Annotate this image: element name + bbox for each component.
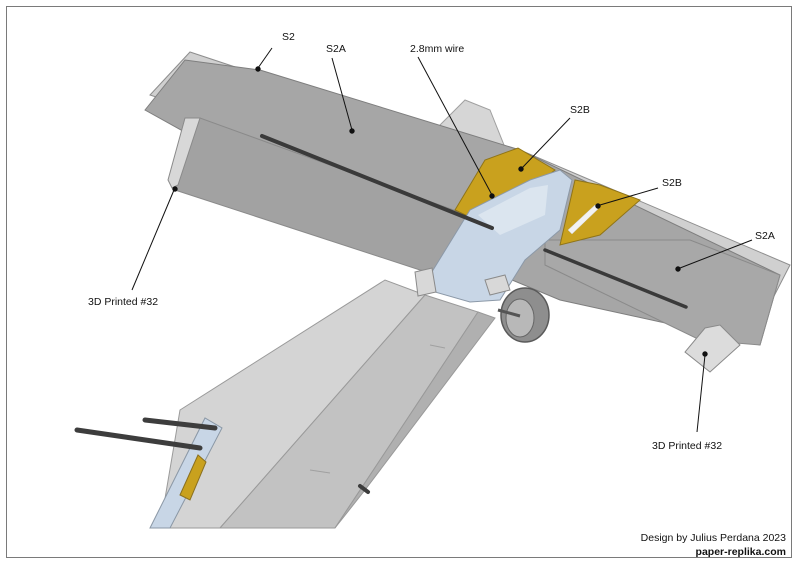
wing-spar-left (260, 134, 494, 230)
cockpit-window (179, 454, 207, 501)
s2b-slot (567, 204, 599, 235)
label-s2a-right: S2A (755, 230, 775, 242)
gear-bracket (414, 267, 437, 297)
label-s2: S2 (282, 31, 295, 43)
label-wire: 2.8mm wire (410, 43, 465, 55)
wing-right-panel (544, 239, 781, 346)
s2b-reinforcement-right (559, 179, 641, 246)
website-credit: paper-replika.com (695, 546, 786, 558)
label-s2b-top: S2B (570, 104, 590, 116)
page-border (6, 6, 792, 558)
cockpit-frame (149, 417, 223, 529)
design-credit: Design by Julius Perdana 2023 (640, 532, 786, 544)
gear-bracket (484, 274, 511, 296)
fuselage-seam (429, 344, 446, 349)
gun-barrel (74, 427, 203, 451)
label-s2a-left: S2A (326, 43, 346, 55)
wing-spar-right (543, 248, 688, 309)
printed-part-right (684, 324, 741, 373)
label-printed-right: 3D Printed #32 (652, 440, 723, 452)
label-s2b-right: S2B (662, 177, 682, 189)
wheel-axle (497, 308, 521, 318)
leader-lines (131, 47, 753, 433)
tail-peg (358, 484, 370, 494)
gun-barrel (142, 417, 218, 431)
label-printed-left: 3D Printed #32 (88, 296, 159, 308)
fairing-highlight (478, 185, 548, 235)
fuselage-seam (309, 469, 331, 474)
landing-wheel-hub (505, 298, 535, 338)
